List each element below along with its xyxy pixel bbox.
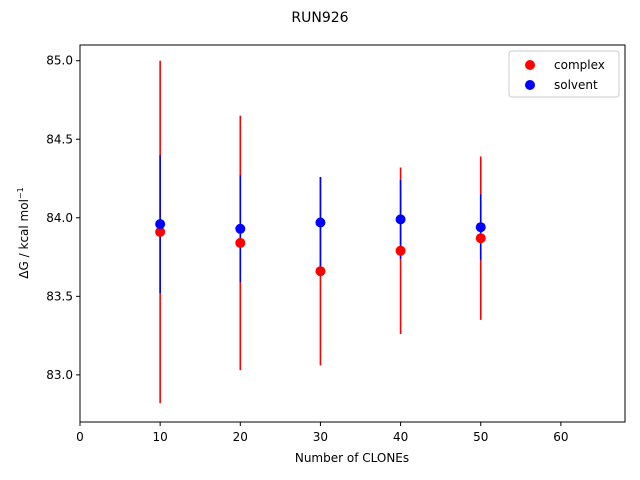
plot-marks (155, 60, 486, 404)
data-point-solvent (395, 214, 406, 225)
data-point-complex (475, 233, 486, 244)
legend-label-solvent: solvent (554, 78, 598, 92)
plot-frame (79, 44, 626, 423)
y-axis-label-main: ΔG / kcal mol (17, 199, 31, 279)
x-tick-label: 30 (313, 430, 328, 444)
y-axis-label-superscript: −1 (16, 187, 25, 199)
data-point-complex (315, 266, 326, 277)
data-point-solvent (155, 219, 166, 230)
legend-label-complex: complex (554, 58, 605, 72)
data-point-complex (395, 245, 406, 256)
y-tick-label: 84.5 (46, 132, 73, 146)
x-tick-label: 60 (553, 430, 568, 444)
x-tick-label: 0 (76, 430, 84, 444)
y-tick-label: 84.0 (46, 211, 73, 225)
data-point-complex (155, 226, 166, 237)
x-axis-ticks: 0 10 20 30 40 50 60 (76, 422, 569, 444)
x-tick-label: 20 (233, 430, 248, 444)
legend-marker-complex (525, 60, 535, 70)
y-axis-label: ΔG / kcal mol−1 (16, 187, 31, 278)
data-point-solvent (235, 223, 246, 234)
x-tick-label: 40 (393, 430, 408, 444)
data-point-complex (235, 237, 246, 248)
data-point-solvent (315, 217, 326, 228)
x-tick-label: 50 (473, 430, 488, 444)
y-tick-label: 83.5 (46, 289, 73, 303)
legend-frame (508, 50, 620, 98)
legend: complex solvent (508, 50, 620, 98)
y-tick-label: 83.0 (46, 368, 73, 382)
legend-marker-solvent (525, 80, 535, 90)
x-tick-label: 10 (153, 430, 168, 444)
y-axis-ticks: 83.0 83.5 84.0 84.5 85.0 (46, 54, 80, 382)
chart-title: RUN926 (291, 10, 348, 26)
x-axis-label: Number of CLONEs (295, 451, 409, 465)
y-tick-label: 85.0 (46, 54, 73, 68)
data-point-solvent (475, 222, 486, 233)
